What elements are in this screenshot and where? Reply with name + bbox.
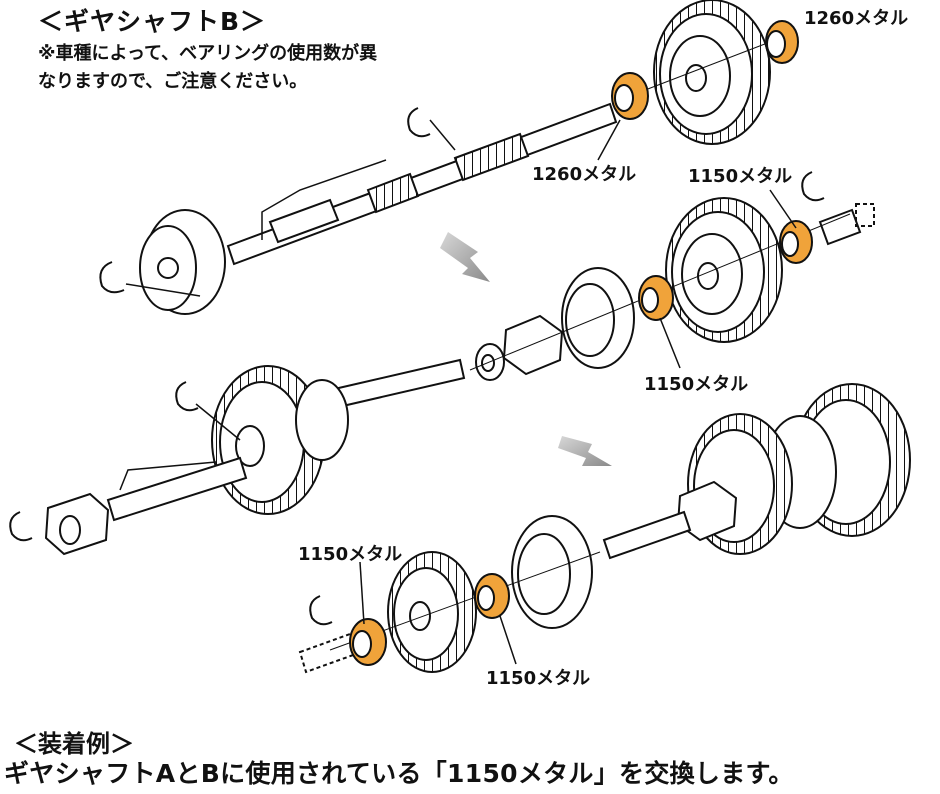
mid-hex-collar	[502, 314, 564, 376]
mid-leader-1	[195, 403, 241, 441]
mid-1150-leader-lower	[659, 317, 681, 369]
top-leader-2	[261, 159, 387, 240]
top-eclip-upper	[407, 107, 431, 138]
metal-1260-left	[611, 72, 649, 120]
metal-1260-right	[765, 20, 799, 64]
mid-secondary-disc	[295, 379, 349, 461]
top-axis-line	[639, 41, 771, 93]
example-description: ギヤシャフトAとBに使用されている「1150メタル」を交換します。	[4, 759, 794, 788]
mid-dashed-pin	[855, 203, 875, 227]
top-inner-pin	[268, 198, 340, 244]
mid-output-shaft	[106, 456, 248, 522]
mid-hex-nut-bore	[59, 515, 81, 545]
bot-1150-leader-left	[359, 561, 365, 625]
top-spline-1	[366, 172, 420, 214]
middle-shaft-assembly	[9, 171, 875, 556]
mid-pulley-inner	[565, 283, 615, 357]
label-1150-upper-a: 1150メタル	[688, 166, 793, 187]
top-big-gear-bore	[685, 64, 707, 92]
bot-dashed-pin	[298, 632, 358, 674]
bot-eclip	[309, 595, 333, 626]
mid-1150-leader-upper	[769, 189, 797, 229]
top-flange-center	[157, 257, 179, 279]
bot-shaft	[602, 510, 692, 560]
bottom-shaft-assembly	[298, 383, 911, 674]
mid-long-shaft	[328, 358, 466, 410]
top-eclip-lower	[99, 261, 125, 294]
bot-1150-leader-right	[499, 615, 517, 665]
metal-1150-mid-right	[779, 220, 813, 264]
process-arrow-2	[558, 436, 612, 466]
mid-eclip	[801, 171, 825, 202]
label-1260-mid: 1260メタル	[532, 164, 637, 185]
process-arrow-1	[440, 232, 490, 282]
mid-eclip-lower	[9, 511, 33, 542]
mid-leader-2	[119, 461, 217, 491]
top-leader-3	[125, 283, 201, 297]
top-1260-leader	[597, 119, 621, 161]
metal-1150-bot-right	[474, 573, 510, 619]
label-1150-upper-b: 1150メタル	[644, 374, 749, 395]
top-spline-2	[453, 132, 530, 182]
metal-1150-mid-left	[638, 275, 674, 321]
mid-left-gear-bore	[235, 425, 265, 467]
metal-1150-bot-left	[349, 618, 387, 666]
top-shaft-assembly	[99, 0, 799, 315]
bot-small-gear-bore	[409, 601, 431, 631]
mid-big-gear-bore	[697, 262, 719, 290]
label-1150-lower-a: 1150メタル	[298, 544, 403, 565]
mid-eclip-upper	[175, 381, 199, 412]
bot-front-pulley-inner	[517, 533, 571, 615]
label-1150-lower-b: 1150メタル	[486, 668, 591, 689]
mid-sleeve	[818, 208, 862, 246]
page-title: ＜ギヤシャフトB＞	[38, 7, 267, 36]
compatibility-note: ※車種によって、ベアリングの使用数が異なりますので、ご注意ください。	[38, 43, 378, 92]
top-leader-1	[429, 119, 456, 151]
label-1260-top: 1260メタル	[804, 8, 909, 29]
example-title: ＜装着例＞	[14, 730, 134, 758]
